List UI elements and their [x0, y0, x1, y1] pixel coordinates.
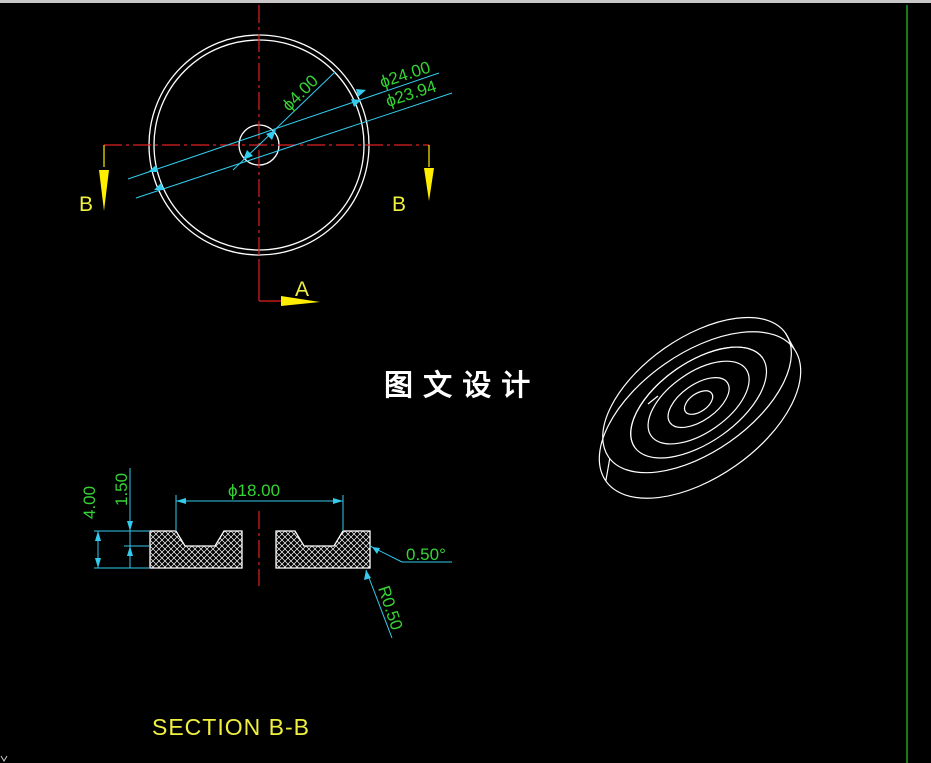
height-dim-arrows	[95, 521, 133, 568]
section-body-right	[275, 530, 371, 569]
section-label-left: B	[79, 193, 93, 216]
dim-total-height: 4.00	[80, 486, 99, 519]
dim-section-diameter: ϕ18.00	[228, 481, 280, 500]
diameter-dim-arrows	[176, 498, 343, 504]
section-marker-right	[424, 145, 434, 201]
window-top-edge	[0, 0, 931, 3]
cursor-mark	[0, 755, 8, 762]
dim-radius: R0.50	[374, 583, 406, 632]
chamfer-arrow	[372, 547, 380, 554]
radius-arrow	[364, 570, 371, 580]
dim-hole-diameter: ϕ4.00	[278, 71, 322, 115]
drawing-canvas: B B A ϕ4.00 ϕ24.00 ϕ23.94 图 文 设 计	[0, 5, 908, 763]
radius-leader	[365, 569, 393, 639]
top-view: B B A ϕ4.00 ϕ24.00 ϕ23.94	[79, 5, 453, 306]
section-caption: SECTION B-B	[152, 714, 310, 740]
section-view: 4.00 1.50 ϕ18.00 0.50° R0.50 SECTION B-B	[80, 468, 452, 740]
section-label-right: B	[392, 193, 406, 216]
view-label-a: A	[295, 278, 309, 301]
dimension-arrows	[148, 89, 366, 190]
dim-chamfer: 0.50°	[406, 545, 446, 564]
isometric-view	[598, 316, 802, 499]
dim-step-height: 1.50	[112, 473, 131, 506]
section-body-left	[149, 530, 243, 569]
section-marker-left	[99, 145, 109, 211]
watermark-title: 图 文 设 计	[384, 368, 530, 402]
view-marker-a	[258, 262, 320, 306]
